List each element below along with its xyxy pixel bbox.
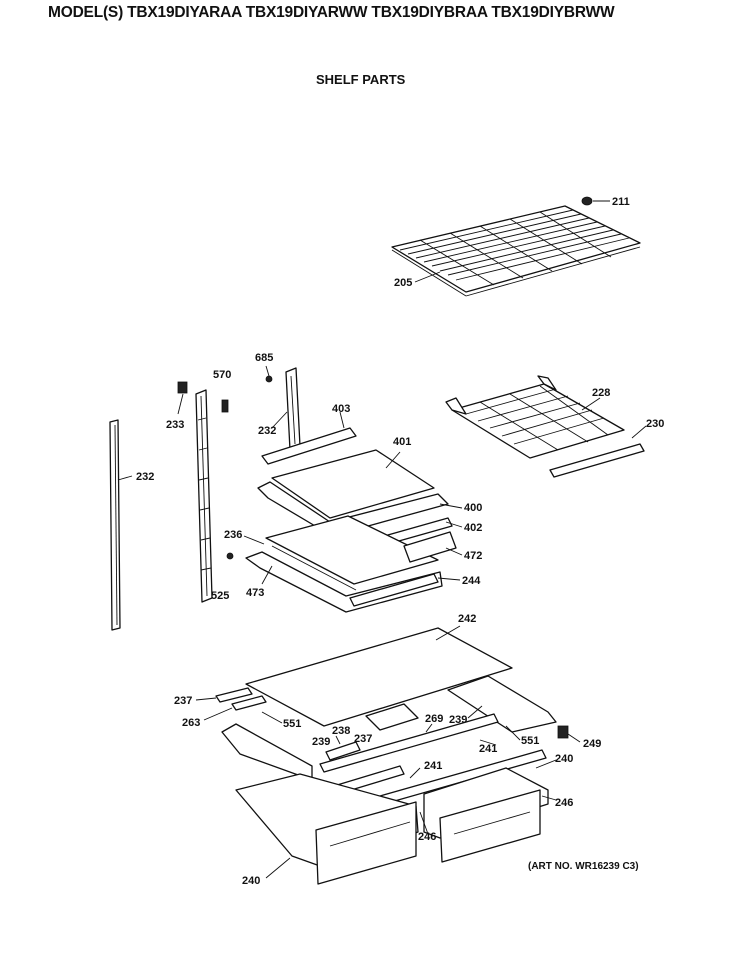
label-551-left: 551 <box>283 718 301 730</box>
label-211: 211 <box>612 196 630 208</box>
crisper-drawer-left-240 <box>235 773 419 885</box>
label-244: 244 <box>462 575 481 587</box>
label-240-left: 240 <box>242 875 260 887</box>
label-400: 400 <box>464 502 482 514</box>
label-232-left: 232 <box>136 471 154 483</box>
shelf-support-rail-232-left <box>109 419 121 631</box>
label-246-right: 246 <box>555 797 573 809</box>
slide-frame-473 <box>245 551 443 613</box>
slide-out-shelf-236 <box>265 515 439 591</box>
shelf-support-rail-232-right <box>285 367 301 451</box>
rail-clip-233 <box>177 381 188 415</box>
bolt-525 <box>226 552 234 560</box>
screw-685 <box>265 365 273 383</box>
glass-shelf-401 <box>271 449 435 519</box>
label-269: 269 <box>425 713 443 725</box>
trim-244 <box>349 573 439 607</box>
trim-230 <box>549 443 645 478</box>
label-525: 525 <box>211 590 229 602</box>
label-263: 263 <box>182 717 200 729</box>
wire-shelf-228 <box>445 375 625 459</box>
label-242: 242 <box>458 613 476 625</box>
label-205: 205 <box>394 277 412 289</box>
label-237-left: 237 <box>174 695 192 707</box>
section-title: SHELF PARTS <box>316 72 406 87</box>
label-239-right: 239 <box>449 714 467 726</box>
label-238: 238 <box>332 725 350 737</box>
cover-side-left <box>221 723 313 781</box>
label-472: 472 <box>464 550 482 562</box>
crisper-cover-glass-242 <box>245 627 513 727</box>
label-570: 570 <box>213 369 231 381</box>
label-249: 249 <box>583 738 601 750</box>
label-403: 403 <box>332 403 350 415</box>
art-number: (ART NO. WR16239 C3) <box>528 861 639 872</box>
wire-shelf-205 <box>391 205 641 297</box>
label-237-center: 237 <box>354 733 372 745</box>
label-230: 230 <box>646 418 664 430</box>
label-233: 233 <box>166 419 184 431</box>
cover-frame-left-237-263 <box>215 687 267 711</box>
cover-frame-front-269 <box>319 713 499 773</box>
label-551-right: 551 <box>521 735 539 747</box>
model-numbers: MODEL(S) TBX19DIYARAA TBX19DIYARWW TBX19… <box>48 4 615 21</box>
screw-570 <box>221 399 229 413</box>
label-473: 473 <box>246 587 264 599</box>
crisper-drawer-right-240 <box>423 767 549 863</box>
label-241-right: 241 <box>479 743 497 755</box>
label-232-right: 232 <box>258 425 276 437</box>
label-401: 401 <box>393 436 411 448</box>
label-246-left: 246 <box>418 831 436 843</box>
cover-frame-right-239 <box>447 675 557 733</box>
label-241-center: 241 <box>424 760 442 772</box>
slide-rail-472 <box>403 531 457 563</box>
label-239-left: 239 <box>312 736 330 748</box>
center-support-238 <box>325 703 419 761</box>
label-240-right: 240 <box>555 753 573 765</box>
label-685: 685 <box>255 352 273 364</box>
label-228: 228 <box>592 387 610 399</box>
label-236: 236 <box>224 529 242 541</box>
label-402: 402 <box>464 522 482 534</box>
shelf-support-rail-center <box>195 389 213 603</box>
trim-403 <box>261 411 357 465</box>
roller-249 <box>557 725 569 739</box>
